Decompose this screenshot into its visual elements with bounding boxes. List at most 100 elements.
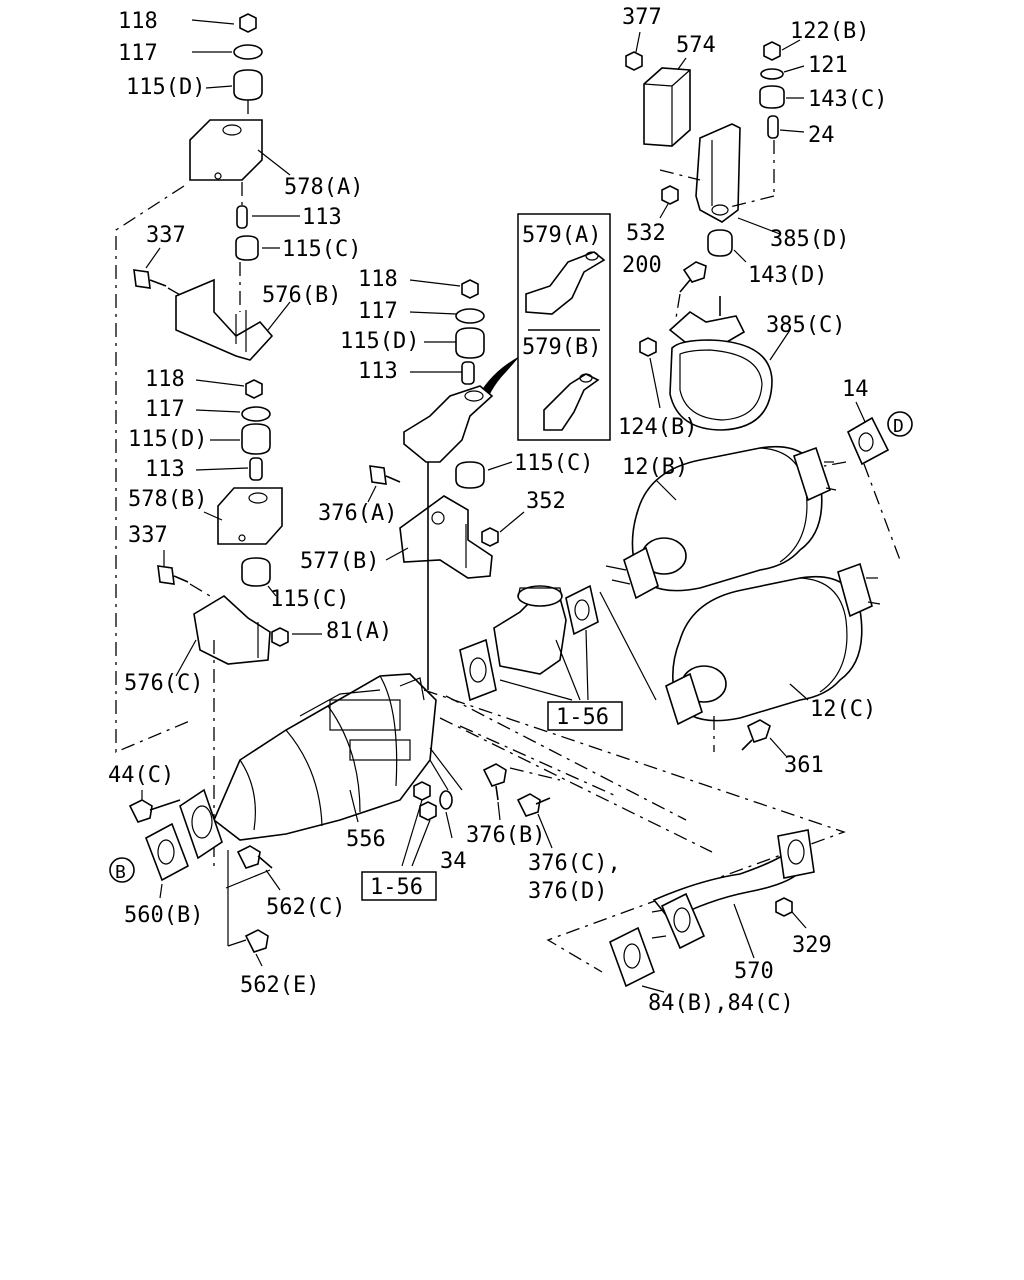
- bolt-200: [679, 261, 707, 293]
- bracket-579-inset: 579(A) 579(B): [517, 213, 611, 441]
- bracket-579: [403, 385, 494, 463]
- bolt-376-a: [369, 465, 401, 485]
- ref-marker-b-label: B: [115, 862, 126, 883]
- callout-562-c: 562(C): [266, 895, 345, 920]
- bracket-579-b: [543, 373, 600, 431]
- callout-115c-c: 115(C): [514, 451, 593, 476]
- callout-562-e: 562(E): [240, 973, 319, 998]
- muffler-12-c-flange: [665, 672, 703, 726]
- gasket-84: [609, 926, 655, 988]
- center-mount-group: 118 117 115(D) 113 115(C) 376(A) 352 577…: [300, 267, 593, 690]
- dpf-556: [213, 673, 437, 841]
- bracket-578-b: [217, 487, 283, 545]
- bolt-376-b: [482, 763, 507, 801]
- callout-200: 200: [622, 253, 662, 278]
- cushion-143-c: [759, 85, 785, 109]
- nut-118-c: [461, 279, 479, 299]
- ref-box-1-56-b: [361, 871, 437, 901]
- callout-570: 570: [734, 959, 774, 984]
- muffler-group: 14 D 12(B) 12(C) 361: [599, 377, 913, 778]
- gasket-14: [846, 416, 890, 466]
- ref-marker-d: [887, 411, 913, 437]
- callout-579-b: 579(B): [522, 335, 601, 360]
- cushion-115c-b: [241, 557, 271, 587]
- callout-84: 84(B),84(C): [648, 991, 794, 1016]
- ref-marker-d-label: D: [893, 416, 904, 437]
- callout-578-b: 578(B): [128, 487, 207, 512]
- cushion-143-d: [707, 229, 733, 257]
- muffler-12-b-flange: [623, 546, 659, 600]
- callout-115d-c: 115(D): [340, 329, 419, 354]
- callout-556: 556: [346, 827, 386, 852]
- nut-122-b: [763, 41, 781, 61]
- callout-122-b: 122(B): [790, 19, 869, 44]
- ref-marker-b: [109, 857, 135, 883]
- callout-337-a: 337: [146, 223, 186, 248]
- nut-lower-b: [419, 801, 437, 821]
- callout-113-a: 113: [302, 205, 342, 230]
- nut-118-b: [245, 379, 263, 399]
- bracket-574: [643, 67, 691, 147]
- bracket-579-a: [525, 251, 606, 315]
- nut-lower-a: [413, 781, 431, 801]
- gasket-elbow-upper: [565, 584, 599, 636]
- callout-117-c: 117: [358, 299, 398, 324]
- callout-117-b: 117: [145, 397, 185, 422]
- collar-113-a: [236, 205, 248, 229]
- right-upper-mount-group: 377 574 532 122(B) 121 143(C) 24 385(D): [622, 5, 887, 319]
- callout-113-c: 113: [358, 359, 398, 384]
- nut-81-a: [271, 627, 289, 647]
- callout-115c-b: 115(C): [270, 587, 349, 612]
- callout-115d-b: 115(D): [128, 427, 207, 452]
- callout-577-b: 577(B): [300, 549, 379, 574]
- callout-117-a: 117: [118, 41, 158, 66]
- nut-377: [625, 51, 643, 71]
- nut-118-a: [239, 13, 257, 33]
- bracket-577-b: [399, 495, 493, 579]
- bolt-337-a: [133, 269, 167, 289]
- callout-143-c: 143(C): [808, 87, 887, 112]
- callout-376-d: 376(D): [528, 879, 607, 904]
- clamp-band-group: 385(C) 124(B): [618, 296, 845, 440]
- collar-24: [767, 115, 779, 139]
- callout-579-a: 579(A): [522, 223, 601, 248]
- gasket-560-b: [145, 822, 189, 882]
- nut-352: [481, 527, 499, 547]
- callout-560-b: 560(B): [124, 903, 203, 928]
- callout-377: 377: [622, 5, 662, 30]
- callout-115c-a: 115(C): [282, 237, 361, 262]
- bracket-576-c: [193, 595, 271, 665]
- ref-box-1-56-a: [547, 701, 623, 731]
- collar-113-c: [461, 361, 475, 385]
- bracket-576-b: [175, 278, 274, 361]
- washer-117-c: [455, 308, 485, 324]
- callout-576-b: 576(B): [262, 283, 341, 308]
- callout-143-d: 143(D): [748, 263, 827, 288]
- callout-118-a: 118: [118, 9, 158, 34]
- callout-121: 121: [808, 53, 848, 78]
- callout-578-a: 578(A): [284, 175, 363, 200]
- callout-1-56-a: 1-56: [556, 705, 609, 730]
- bracket-578-a: [189, 119, 263, 181]
- callout-532: 532: [626, 221, 666, 246]
- bolt-44-c: [128, 799, 181, 823]
- callout-44-c: 44(C): [108, 763, 174, 788]
- callout-24: 24: [808, 123, 835, 148]
- callout-115d-a: 115(D): [126, 75, 205, 100]
- clamp-band-385-c: [669, 339, 773, 431]
- dpf-inlet-flange: [179, 788, 223, 860]
- washer-117-b: [241, 406, 271, 422]
- bracket-385-d: [695, 123, 741, 223]
- callout-385-d: 385(D): [770, 227, 849, 252]
- gasket-elbow-lower: [459, 638, 497, 702]
- callout-34: 34: [440, 849, 467, 874]
- muffler-12-c-inlet-flange: [837, 562, 873, 618]
- callout-352: 352: [526, 489, 566, 514]
- callout-376-a: 376(A): [318, 501, 397, 526]
- elbow-top: [517, 585, 563, 607]
- cushion-115d-b: [241, 423, 271, 455]
- collar-113-b: [249, 457, 263, 481]
- nut-532: [661, 185, 679, 205]
- callout-14: 14: [842, 377, 869, 402]
